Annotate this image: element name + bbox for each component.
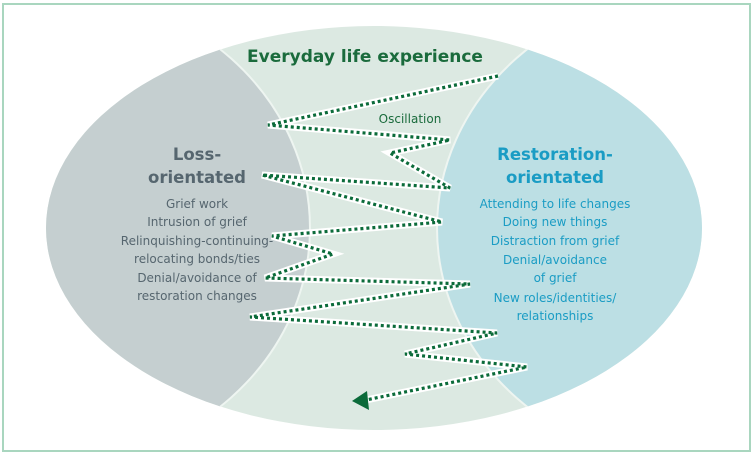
restoration-item: Denial/avoidance	[503, 253, 607, 267]
loss-heading-line-1: Loss-	[173, 145, 221, 164]
restoration-heading-line-2: orientated	[506, 168, 604, 187]
loss-item: Relinquishing-continuing-	[121, 234, 273, 248]
loss-orientated-text: Loss- orientated Grief work Intrusion of…	[121, 145, 273, 303]
loss-item: relocating bonds/ties	[134, 252, 260, 266]
diagram-title: Everyday life experience	[247, 47, 483, 67]
loss-item: Grief work	[166, 197, 228, 211]
restoration-heading-line-1: Restoration-	[497, 145, 613, 164]
restoration-item: Distraction from grief	[491, 234, 620, 248]
loss-item: Intrusion of grief	[147, 215, 247, 229]
figure-frame	[2, 3, 751, 452]
restoration-item: relationships	[517, 309, 594, 323]
restoration-item: New roles/identities/	[494, 291, 618, 305]
oscillation-path	[249, 72, 528, 410]
loss-item: Denial/avoidance of	[137, 271, 257, 285]
restoration-orientated-text: Restoration- orientated Attending to lif…	[480, 145, 631, 323]
restoration-item: of grief	[534, 271, 578, 285]
loss-item: restoration changes	[137, 289, 257, 303]
oscillation-label: Oscillation	[379, 112, 442, 126]
restoration-item: Attending to life changes	[480, 197, 631, 211]
restoration-item: Doing new things	[503, 215, 608, 229]
arrowhead-icon	[352, 391, 369, 410]
loss-orientated-region	[46, 26, 311, 430]
restoration-orientated-region	[436, 26, 702, 430]
oscillation-path-dots	[249, 74, 528, 402]
loss-heading-line-2: orientated	[148, 168, 246, 187]
